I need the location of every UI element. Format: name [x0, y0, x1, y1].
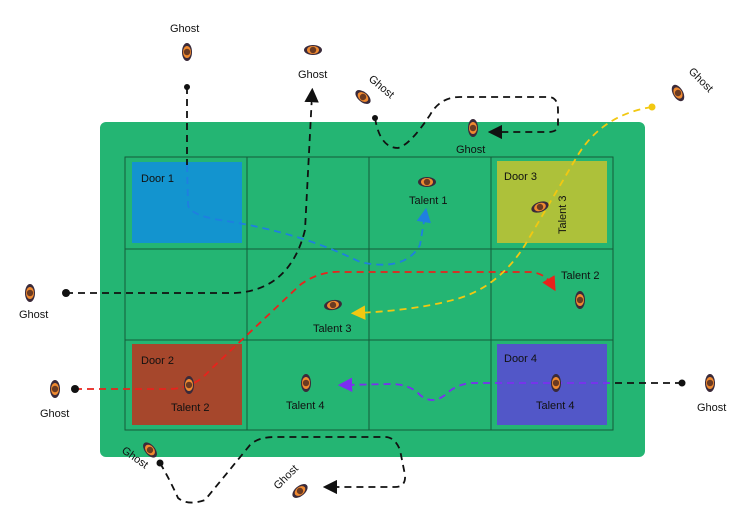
ghost-figure-top-mid — [352, 87, 374, 107]
talent-3-label-dest: Talent 3 — [313, 323, 352, 335]
talent-4-path — [337, 377, 610, 401]
ghost-label-top-center: Ghost — [298, 69, 327, 81]
talent-4-figure-dest — [301, 374, 311, 392]
ghost-figure-left-lower — [50, 380, 60, 398]
door-3-area — [497, 161, 607, 243]
door-3-label: Door 3 — [504, 171, 537, 183]
ghost-figure-far-right-top — [669, 82, 687, 104]
talent-3-path — [350, 106, 653, 320]
talent-1-label: Talent 1 — [409, 195, 448, 207]
door-4-label: Door 4 — [504, 353, 537, 365]
grid — [124, 156, 614, 431]
talent-1-figure — [418, 177, 436, 187]
ghost-path-bottom — [159, 436, 406, 504]
ghost-path-top — [374, 96, 559, 149]
ghost-figure-left — [25, 284, 35, 302]
ghost-label-right: Ghost — [697, 402, 726, 414]
talent-2-figure-door — [184, 376, 194, 394]
ghost-figure-right — [705, 374, 715, 392]
ghost-label-top-right-board: Ghost — [456, 144, 485, 156]
ghost-label-top-mid: Ghost — [366, 73, 396, 101]
talent-4-figure-door — [551, 374, 561, 392]
talent-4-label-dest: Talent 4 — [286, 400, 325, 412]
ghost-label-left-lower: Ghost — [40, 408, 69, 420]
talent-4-label-door: Talent 4 — [536, 400, 575, 412]
ghost-label-far-right-top: Ghost — [686, 66, 715, 95]
path-start-dots — [62, 84, 686, 467]
door-1-label: Door 1 — [141, 173, 174, 185]
ghost-figure-top-left — [182, 43, 192, 61]
ghost-figure-top-right-board — [468, 119, 478, 137]
talent-2-label-dest: Talent 2 — [561, 270, 600, 282]
ghost-path-left — [66, 87, 319, 294]
ghost-label-left: Ghost — [19, 309, 48, 321]
door-2-label: Door 2 — [141, 355, 174, 367]
talent-3-label-door: Talent 3 — [557, 195, 569, 234]
talent-2-path — [75, 270, 556, 390]
ghost-label-top-left: Ghost — [170, 23, 199, 35]
talent-2-figure-dest — [575, 291, 585, 309]
door-1-area — [132, 162, 242, 243]
talent-2-label-door: Talent 2 — [171, 402, 210, 414]
talent-1-path — [186, 164, 431, 266]
ghost-figure-top-center — [304, 45, 322, 55]
ghost-figure-bottom — [289, 481, 311, 501]
